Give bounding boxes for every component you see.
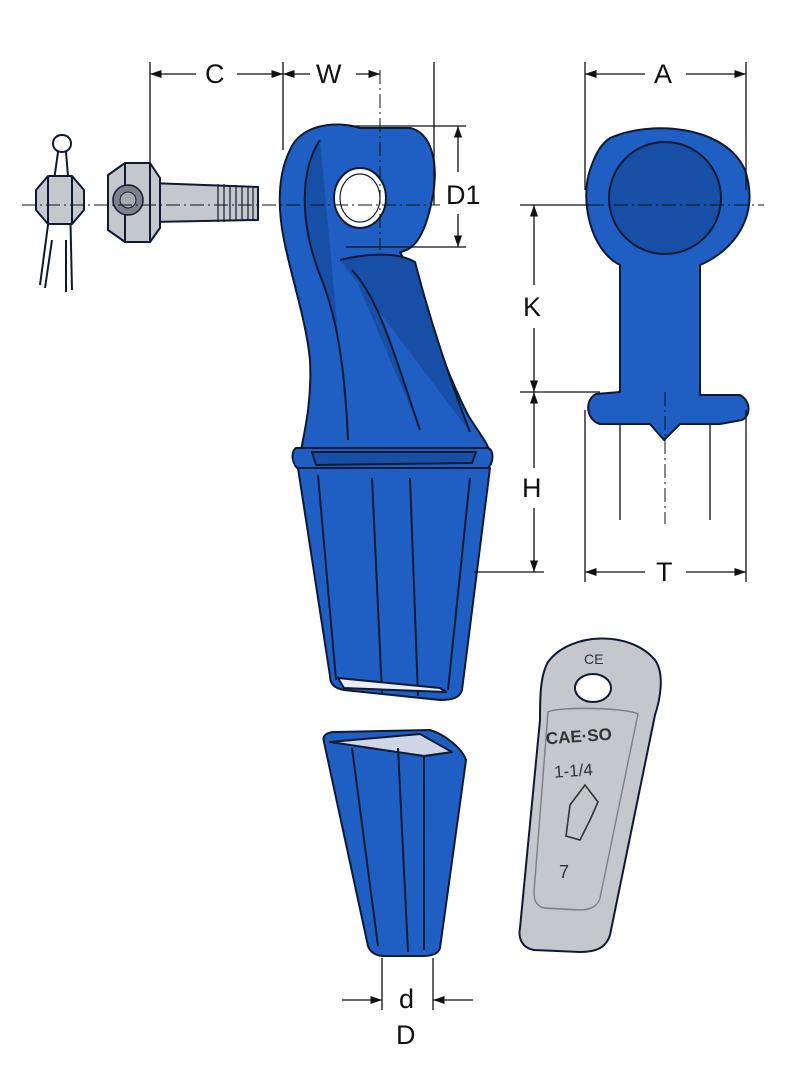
dim-label-a: A xyxy=(654,59,672,89)
dim-label-t: T xyxy=(656,557,673,587)
bolt xyxy=(149,182,259,223)
dim-label-c: C xyxy=(205,59,225,89)
dim-label-w: W xyxy=(316,59,342,89)
dimension-labels: C W A D1 K H T d D xyxy=(205,59,673,1050)
plate-number: 7 xyxy=(559,862,569,882)
dim-label-h: H xyxy=(522,473,542,503)
dim-label-d1: D1 xyxy=(446,180,481,210)
size-text: 1-1/4 xyxy=(553,760,593,782)
center-lines xyxy=(22,70,764,524)
brand-text: CAE·SO xyxy=(545,725,612,749)
socket-front-view xyxy=(585,127,751,441)
dim-label-d-large: D xyxy=(396,1020,416,1050)
hex-nut xyxy=(107,162,161,243)
wedge xyxy=(322,729,467,957)
dim-label-k: K xyxy=(523,292,541,322)
dimension-arrows xyxy=(150,69,746,1005)
tag-plate: CE CAE·SO 1-1/4 7 xyxy=(518,637,662,953)
dim-label-d-small: d xyxy=(399,984,414,1014)
hex-nut-small xyxy=(35,175,85,225)
ce-mark: CE xyxy=(584,651,603,667)
socket-body xyxy=(278,123,494,701)
